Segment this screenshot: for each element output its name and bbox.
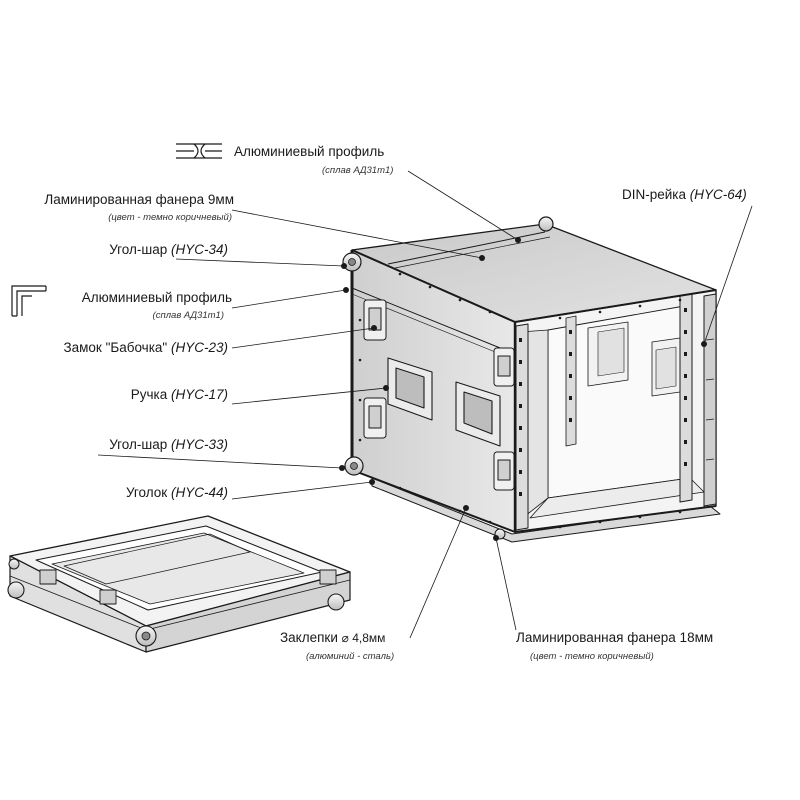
ball-corner-33-code: (HYC-33) (170, 437, 228, 452)
note-aluminum-profile-top: (сплав АД31т1) (322, 165, 394, 176)
dot-aluminum-profile-top (515, 237, 521, 243)
leader-butterfly-lock (231, 327, 375, 349)
ball-corner-top-back (538, 216, 554, 232)
note-plywood-18mm: (цвет - темно коричневый) (530, 651, 654, 662)
note-plywood-9mm: (цвет - темно коричневый) (108, 212, 232, 223)
dot-handle (383, 385, 389, 391)
leader-din-rail (703, 205, 753, 345)
leader-aluminum-profile-top (407, 170, 519, 241)
label-din-rail: DIN-рейка (HYC-64) (622, 187, 747, 203)
butterfly-lock-text: Замок "Бабочка" (63, 340, 168, 355)
ball-corner-33-text: Угол-шар (109, 437, 168, 452)
dot-rivets (463, 505, 469, 511)
ball-corner-34-text: Угол-шар (109, 242, 168, 257)
dot-din-rail (701, 341, 707, 347)
leader-dots (339, 237, 707, 541)
rivets-text: Заклепки (280, 630, 338, 645)
label-plywood-18mm: Ламинированная фанера 18мм (516, 630, 713, 646)
handle-code: (HYC-17) (170, 387, 228, 402)
leader-handle (231, 387, 387, 405)
case-lid (7, 515, 351, 653)
leader-plywood-9mm (231, 209, 483, 259)
butterfly-lock (363, 299, 515, 491)
leader-aluminum-profile-angle (231, 289, 347, 309)
case-base (371, 477, 721, 543)
label-aluminum-profile-angle: Алюминиевый профиль (82, 290, 232, 306)
dot-butterfly-lock (371, 325, 377, 331)
ball-corner-34-code: (HYC-34) (170, 242, 228, 257)
label-ball-corner-33: Угол-шар (HYC-33) (109, 437, 228, 453)
din-rail-code: (HYC-64) (689, 187, 747, 202)
din-rail-text: DIN-рейка (622, 187, 687, 202)
plywood-18mm-text: Ламинированная фанера 18мм (516, 630, 714, 645)
note-rivets: (алюминий - сталь) (306, 651, 395, 662)
leader-plywood-18mm (495, 537, 517, 631)
label-aluminum-profile-top: Алюминиевый профиль (234, 144, 384, 160)
leader-ball-corner-34 (175, 258, 345, 267)
label-plywood-9mm: Ламинированная фанера 9мм (44, 192, 234, 208)
corner-piece-code: (HYC-44) (170, 485, 228, 500)
label-corner-piece: Уголок (HYC-44) (126, 485, 228, 501)
din-rail (703, 293, 717, 507)
butterfly-lock-code: (HYC-23) (170, 340, 228, 355)
dot-ball-corner-34 (341, 263, 347, 269)
label-handle: Ручка (HYC-17) (131, 387, 228, 403)
dot-plywood-9mm (479, 255, 485, 261)
plywood-9mm-text: Ламинированная фанера 9мм (44, 192, 234, 207)
aluminum-profile-top-text: Алюминиевый профиль (234, 144, 385, 159)
corner-piece-text: Уголок (125, 485, 168, 500)
label-ball-corner-34: Угол-шар (HYC-34) (109, 242, 228, 258)
dot-corner-piece (369, 479, 375, 485)
aluminum-profile-icon (176, 143, 222, 159)
dot-aluminum-profile-angle (343, 287, 349, 293)
label-rivets: Заклепки ⌀ 4,8мм (280, 630, 385, 646)
handle-text: Ручка (130, 387, 168, 402)
rack-case (342, 216, 721, 543)
aluminum-angle-icon (11, 285, 47, 317)
dot-ball-corner-33 (339, 465, 345, 471)
handle (387, 357, 501, 447)
leader-lines (97, 170, 753, 639)
leader-rivets (409, 507, 467, 639)
leader-ball-corner-33 (97, 454, 343, 469)
rivets-size: ⌀ 4,8мм (341, 631, 386, 645)
leader-corner-piece (231, 481, 373, 500)
label-butterfly-lock: Замок "Бабочка" (HYC-23) (63, 340, 228, 356)
aluminum-profile-angle-text: Алюминиевый профиль (81, 290, 232, 305)
note-aluminum-profile-angle: (сплав АД31т1) (152, 310, 224, 321)
dot-plywood-18mm (493, 535, 499, 541)
